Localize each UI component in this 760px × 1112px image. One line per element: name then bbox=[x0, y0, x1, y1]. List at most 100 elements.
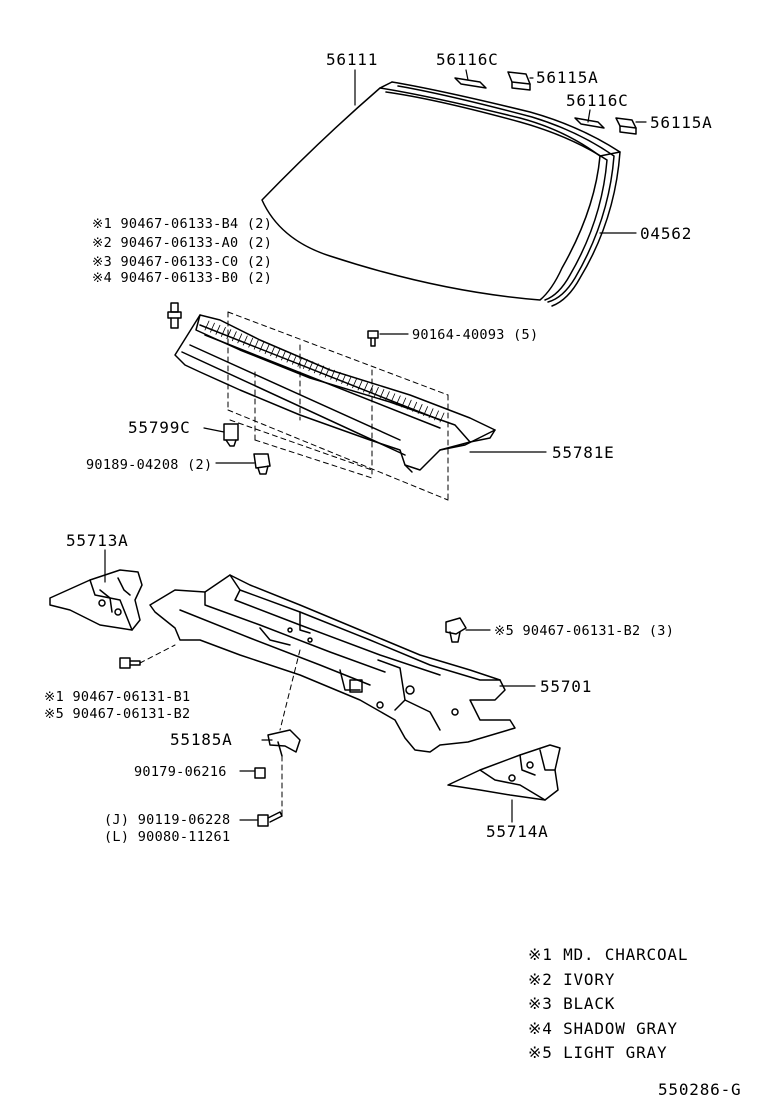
hatch-line bbox=[390, 393, 396, 404]
hatch-line bbox=[264, 344, 270, 354]
hatch-line bbox=[281, 350, 286, 361]
hatch-line bbox=[412, 401, 418, 412]
hatch-line bbox=[395, 395, 401, 406]
label-weatherstrip: 04562 bbox=[640, 224, 693, 243]
cowl-louver bbox=[174, 314, 496, 473]
hatch-line bbox=[259, 341, 265, 352]
legend-item: ※4 SHADOW GRAY bbox=[528, 1018, 678, 1038]
label-bracket-clip: 90179-06216 bbox=[134, 764, 227, 780]
hatch-line bbox=[286, 352, 292, 363]
leader-lines-panel bbox=[104, 549, 536, 823]
bolt-90119 bbox=[257, 811, 283, 827]
hatch-line bbox=[210, 322, 215, 333]
label-cowl-louver: 55781E bbox=[552, 443, 615, 462]
hatch-line bbox=[379, 389, 385, 399]
legend-item: ※1 MD. CHARCOAL bbox=[528, 945, 689, 964]
retainer-56115a-upper bbox=[507, 71, 531, 91]
legend-item: ※2 IVORY bbox=[528, 969, 616, 989]
hatch-line bbox=[297, 356, 303, 367]
hatch-line bbox=[401, 397, 407, 408]
legend-item: ※3 BLACK bbox=[528, 994, 616, 1013]
hatch-line bbox=[330, 369, 336, 380]
louver-hatching bbox=[204, 320, 445, 423]
hatch-line bbox=[374, 386, 379, 397]
hatch-line bbox=[341, 374, 347, 384]
hatch-line bbox=[319, 365, 325, 376]
hatch-line bbox=[275, 348, 281, 359]
hatch-line bbox=[302, 359, 308, 369]
windshield-glass bbox=[261, 87, 601, 301]
clip-55799c bbox=[223, 423, 239, 447]
hatch-line bbox=[204, 320, 210, 331]
screw-90164 bbox=[367, 330, 379, 347]
clip-right-90467 bbox=[445, 617, 467, 643]
bracket-55185a bbox=[267, 729, 301, 757]
label-56116c-upper: 56116C bbox=[436, 50, 499, 69]
label-cowl-panel: 55701 bbox=[540, 677, 593, 696]
label-screw-90164: 90164-40093 (5) bbox=[412, 327, 539, 343]
hatch-line bbox=[226, 329, 232, 339]
label-56116c-lower: 56116C bbox=[566, 91, 629, 110]
hatch-line bbox=[292, 354, 297, 365]
hatch-line bbox=[439, 412, 445, 423]
hatch-line bbox=[215, 324, 221, 335]
label-windshield: 56111 bbox=[326, 50, 379, 69]
hatch-line bbox=[253, 339, 259, 350]
legend-item: ※5 LIGHT GRAY bbox=[528, 1043, 668, 1062]
label-fastener-top-2: ※2 90467-06133-A0 (2) bbox=[92, 235, 273, 251]
label-nut-90189: 90189-04208 (2) bbox=[86, 457, 213, 473]
retainer-56115a-lower bbox=[615, 117, 637, 135]
hatch-line bbox=[231, 331, 237, 342]
hatch-line bbox=[237, 333, 243, 344]
leader-lines-louver bbox=[203, 333, 547, 464]
diagram-code: 550286-G bbox=[658, 1080, 742, 1099]
label-fastener-left-2: ※5 90467-06131-B2 bbox=[44, 706, 191, 722]
hatch-line bbox=[308, 361, 314, 372]
leader-lines-glass bbox=[354, 69, 647, 234]
side-panel-right bbox=[447, 744, 561, 801]
screw-left-90467 bbox=[119, 657, 141, 669]
hatch-line bbox=[248, 337, 254, 348]
nut-90189 bbox=[253, 453, 271, 475]
hatch-line bbox=[423, 406, 429, 416]
label-fastener-top-4: ※4 90467-06133-B0 (2) bbox=[92, 270, 273, 286]
clip-56116c-upper bbox=[454, 77, 487, 89]
hatch-line bbox=[270, 346, 275, 357]
hatch-line bbox=[368, 384, 374, 395]
hatch-line bbox=[417, 404, 423, 414]
hatch-line bbox=[313, 363, 319, 374]
hatch-line bbox=[434, 410, 439, 421]
hatch-line bbox=[363, 382, 368, 393]
hatch-line bbox=[406, 399, 412, 410]
color-legend: ※1 MD. CHARCOAL ※2 IVORY ※3 BLACK ※4 SHA… bbox=[528, 943, 688, 1066]
label-fastener-left-1: ※1 90467-06131-B1 bbox=[44, 689, 191, 705]
label-56115a-lower: 56115A bbox=[650, 113, 713, 132]
hatch-line bbox=[384, 391, 390, 402]
label-56115a-upper: 56115A bbox=[536, 68, 599, 87]
hatch-line bbox=[220, 327, 226, 337]
cowl-panel bbox=[149, 574, 516, 753]
label-side-panel-right: 55714A bbox=[486, 822, 549, 841]
label-55799c: 55799C bbox=[128, 418, 191, 437]
hatch-line bbox=[346, 376, 352, 387]
label-bolt-l: (L) 90080-11261 bbox=[104, 829, 231, 845]
clip-56116c-lower bbox=[574, 117, 605, 129]
louver-dashed-guides bbox=[227, 311, 449, 501]
clip-top-left bbox=[167, 302, 182, 329]
panel-dashed-guides bbox=[139, 644, 301, 819]
hatch-line bbox=[428, 408, 434, 419]
label-clip-right: ※5 90467-06131-B2 (3) bbox=[494, 623, 675, 639]
clip-90179 bbox=[254, 767, 266, 779]
label-bracket: 55185A bbox=[170, 730, 233, 749]
windshield-weatherstrip bbox=[379, 81, 621, 307]
label-side-panel-left: 55713A bbox=[66, 531, 129, 550]
side-panel-left bbox=[49, 569, 143, 631]
label-fastener-top-3: ※3 90467-06133-C0 (2) bbox=[92, 254, 273, 270]
hatch-line bbox=[352, 378, 357, 389]
hatch-line bbox=[335, 371, 341, 382]
label-fastener-top-1: ※1 90467-06133-B4 (2) bbox=[92, 216, 273, 232]
label-bolt-j: (J) 90119-06228 bbox=[104, 812, 231, 828]
hatch-line bbox=[324, 367, 330, 378]
hatch-line bbox=[242, 335, 248, 346]
